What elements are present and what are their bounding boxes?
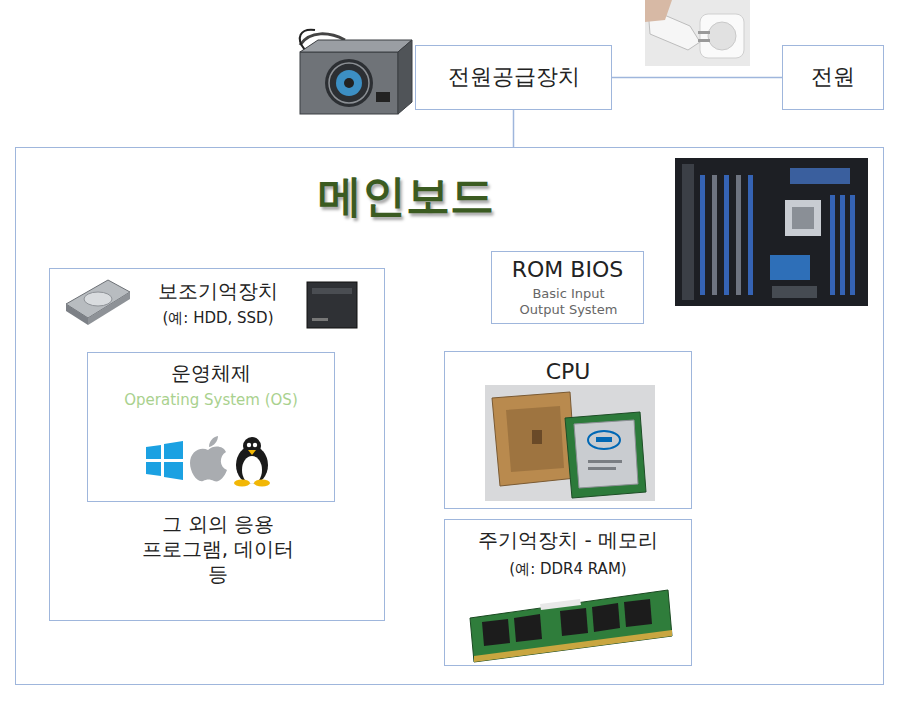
box-heading: 운영체제	[92, 361, 330, 386]
box-heading: CPU	[449, 358, 687, 386]
box-text: Basic Input Output System	[510, 286, 627, 319]
box-heading: 보조기억장치	[130, 279, 306, 304]
psu-picture	[300, 30, 412, 114]
box-heading: 전원	[787, 63, 879, 91]
box-heading: 전원공급장치	[420, 63, 607, 91]
cpu-box: CPU	[444, 351, 692, 509]
box-text: 그 외의 응용 프로그램, 데이터 등	[134, 512, 302, 587]
connector-line	[612, 77, 782, 79]
memory-box: 주기억장치 - 메모리 (예: DDR4 RAM)	[444, 519, 692, 666]
ram-photo	[470, 590, 672, 662]
box-heading: ROM BIOS	[496, 256, 639, 284]
box-text: Operating System (OS)	[92, 391, 330, 410]
cpu-photo	[485, 385, 655, 501]
box-text: (예: HDD, SSD)	[130, 309, 306, 328]
plug-photo	[645, 0, 750, 66]
linux-logo	[234, 437, 270, 487]
windows-logo	[146, 441, 183, 480]
bios-box: ROM BIOSBasic Input Output System	[491, 251, 644, 324]
mainboard-box: 운영체제 Operating System (OS) 보조기억장치 (예: HDD, …	[15, 147, 884, 685]
hdd-picture	[66, 280, 130, 325]
box-heading: 메인보드	[236, 168, 576, 223]
apple-logo	[190, 436, 227, 481]
power-supply-box: 전원공급장치	[415, 45, 612, 110]
os-box: 운영체제 Operating System (OS)	[87, 352, 335, 502]
connector-line	[513, 110, 515, 147]
box-heading: 주기억장치 - 메모리	[449, 528, 687, 553]
storage-box: 운영체제 Operating System (OS) 보조기억장치 (예: HDD, …	[49, 268, 385, 621]
box-text: (예: DDR4 RAM)	[449, 560, 687, 579]
motherboard-photo	[675, 158, 868, 306]
ssd-picture	[307, 282, 357, 328]
power-box: 전원	[782, 45, 884, 110]
